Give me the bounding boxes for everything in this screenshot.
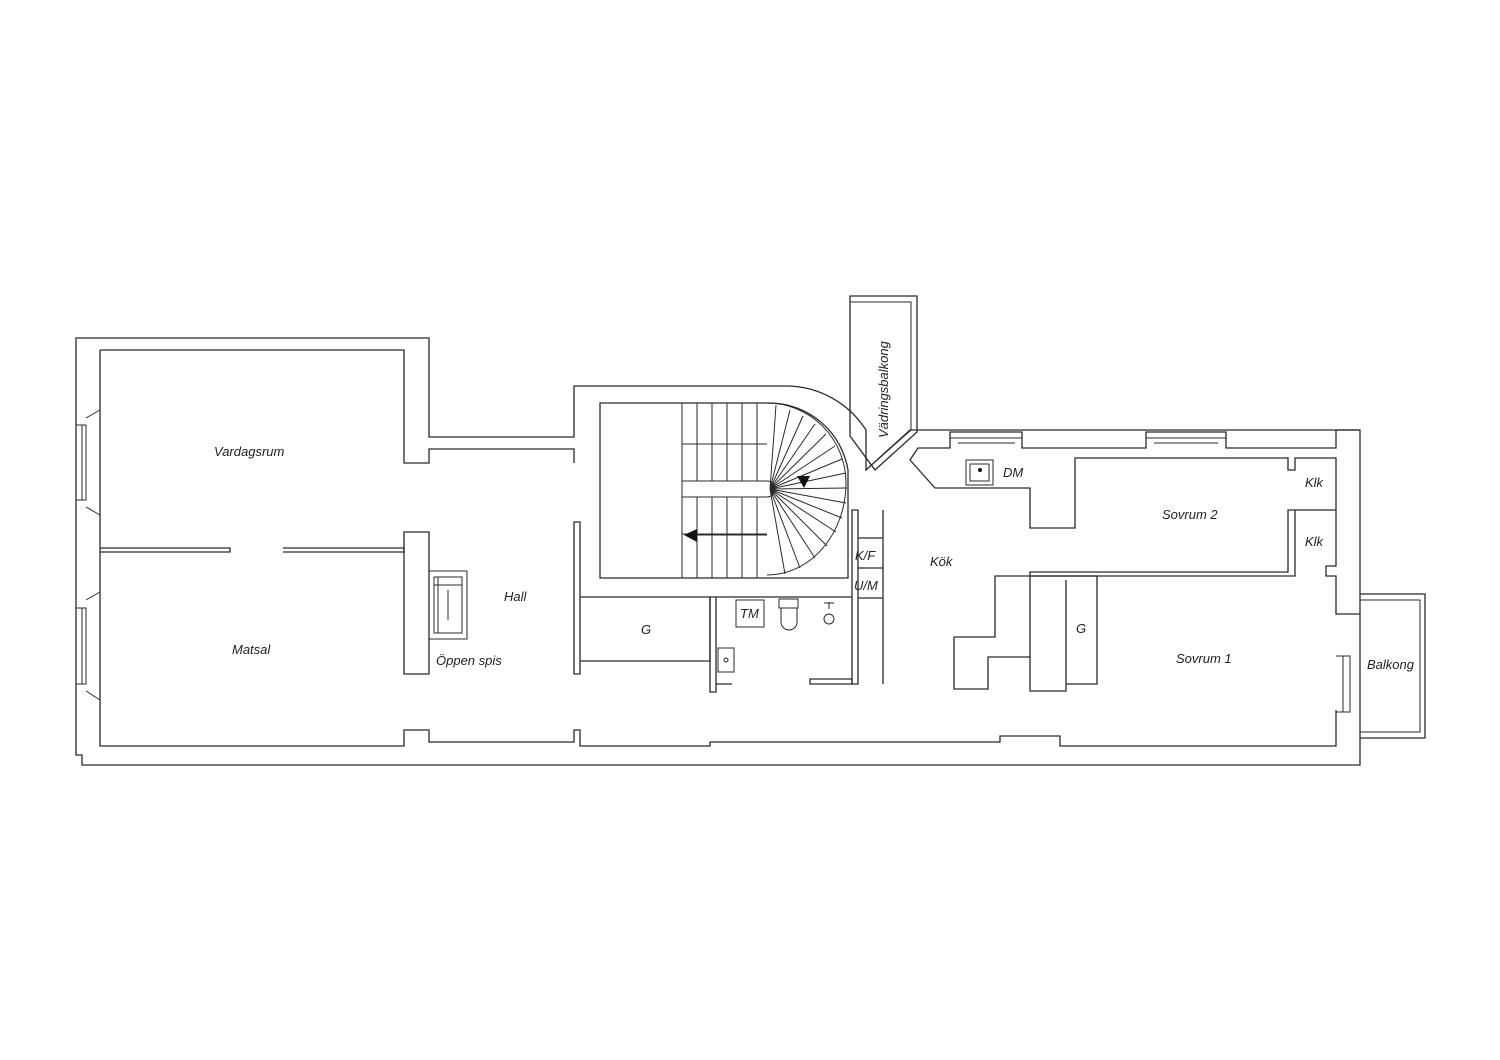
bathroom-sink: [717, 647, 735, 673]
washing-machine: [735, 599, 765, 628]
window-left-upper: [76, 409, 101, 516]
kitchen-window-2: [1146, 437, 1226, 444]
label-vardagsrum: Vardagsrum: [214, 444, 284, 459]
label-matsal: Matsal: [232, 642, 271, 657]
window-left-lower: [76, 591, 101, 701]
outer-wall-outline: [75, 337, 1361, 766]
label-dm: DM: [1003, 465, 1023, 480]
wall-sovrum2-sovrum1: [1029, 509, 1336, 577]
label-sovrum-1: Sovrum 1: [1176, 651, 1232, 666]
wall-kitchen-island: [953, 575, 1031, 690]
wall-kf-um: [851, 509, 884, 685]
kitchen-sink: [965, 459, 994, 486]
stair-arrow-down: [684, 529, 697, 542]
wall-bathroom: [709, 596, 853, 693]
ventilation-balcony: [849, 295, 918, 471]
label-storage-hall: G: [641, 622, 651, 637]
inner-wall-left-block: [99, 349, 1337, 747]
toilet: [778, 598, 799, 631]
label-klk-2: Klk: [1305, 534, 1325, 549]
label-tm: TM: [740, 606, 759, 621]
balcony: [1336, 593, 1426, 739]
stair-treads: [681, 403, 848, 578]
label-hall: Hall: [504, 589, 528, 604]
wall-vardagsrum-matsal: [100, 547, 405, 553]
label-oppen-spis: Öppen spis: [436, 653, 502, 668]
stair-arrow-curve: [797, 476, 810, 488]
label-kf: K/F: [855, 548, 876, 563]
label-kok: Kök: [930, 554, 954, 569]
label-balkong: Balkong: [1367, 657, 1415, 672]
fireplace-wall: [403, 531, 430, 675]
label-sovrum-2: Sovrum 2: [1162, 507, 1218, 522]
shower: [823, 602, 835, 625]
wall-sovrum1-closet: [1029, 575, 1098, 692]
stair-curve-inner: [766, 402, 847, 576]
wall-storage-hall: [573, 521, 711, 675]
label-klk-1: Klk: [1305, 475, 1325, 490]
label-vadringsbalkong: Vädringsbalkong: [876, 340, 891, 438]
kitchen-window-1: [950, 437, 1022, 444]
label-um: U/M: [854, 578, 878, 593]
inner-wall-right: [909, 429, 1360, 615]
label-storage-sovrum: G: [1076, 621, 1086, 636]
fireplace: [428, 570, 468, 640]
